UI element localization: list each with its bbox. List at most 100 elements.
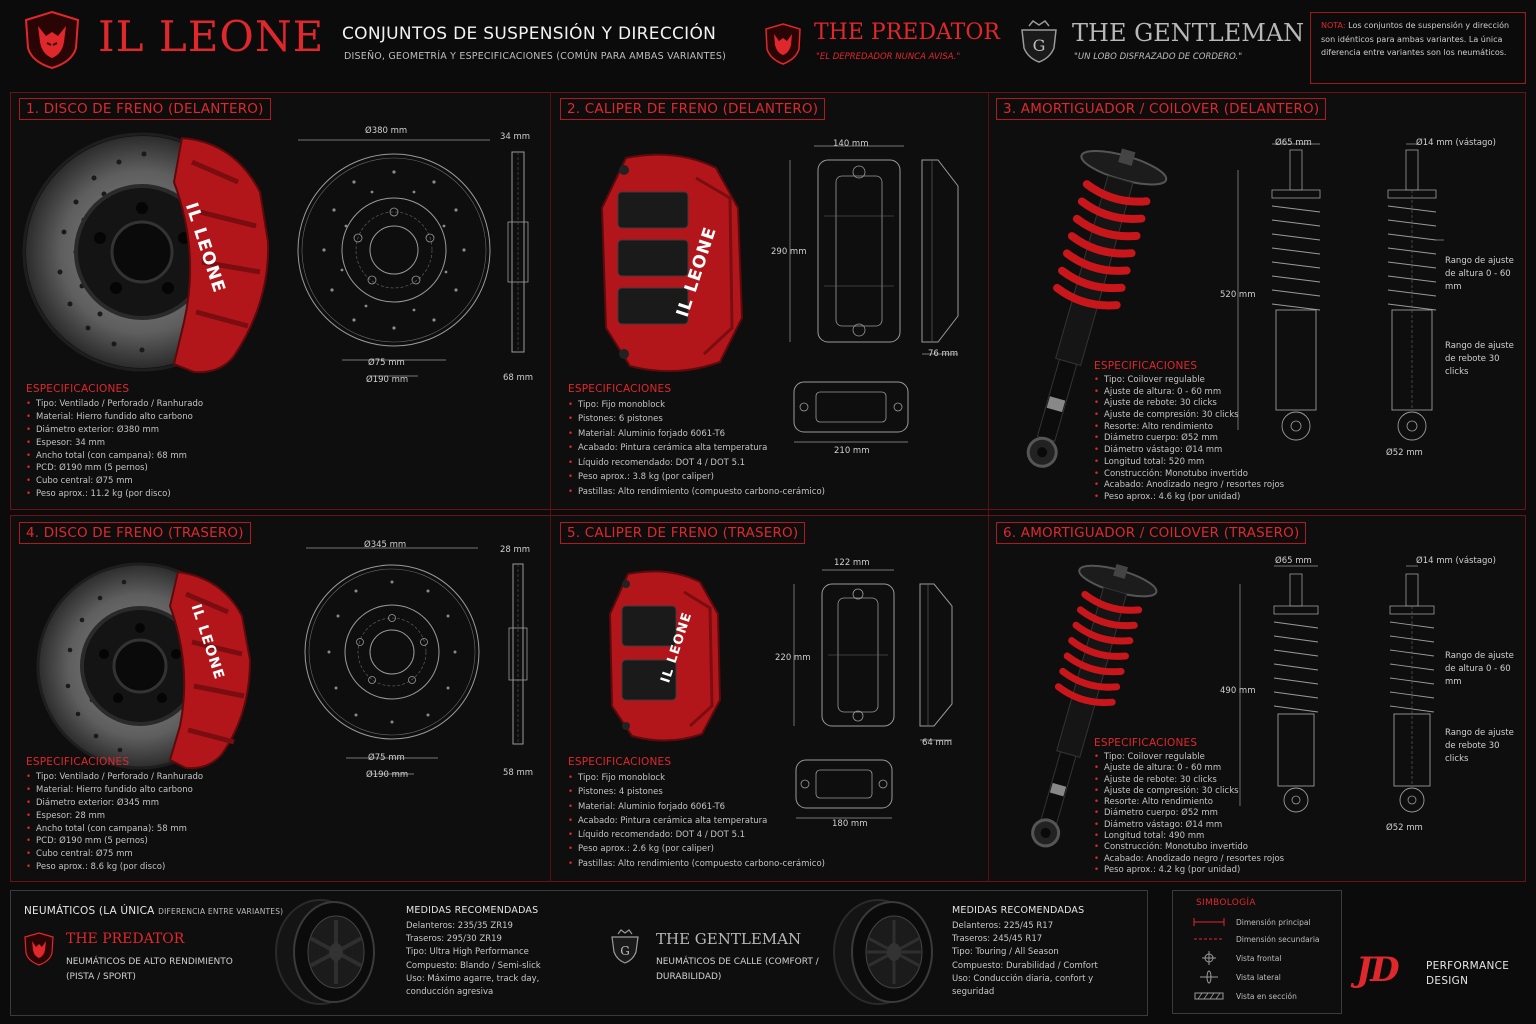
gentleman-tagline: "UN LOBO DISFRAZADO DE CORDERO." [1074,52,1243,62]
legend-item: Dimensión secundaria [1236,935,1320,944]
spec-item: Material: Aluminio forjado 6061-T6 [568,800,828,814]
spec-item: Peso aprox.: 3.8 kg (por caliper) [568,470,828,485]
svg-text:G: G [1033,36,1046,55]
predator-wolf-icon [765,23,801,65]
range-rebound: Rango de ajuste de rebote 30 clicks [1445,341,1514,377]
section-title: 2. CALIPER DE FRENO (DELANTERO) [560,98,826,120]
spec-item: Diámetro cuerpo: Ø52 mm [1094,433,1294,445]
spec-item: Ajuste de compresión: 30 clicks [1094,786,1294,797]
spec-item: Peso aprox.: 8.6 kg (por disco) [26,861,266,874]
spec-item: Líquido recomendado: DOT 4 / DOT 5.1 [568,828,828,842]
spec-item: Material: Hierro fundido alto carbono [26,784,266,797]
spec-item: Acabado: Pintura cerámica alta temperatu… [568,814,828,828]
divider [988,92,989,882]
dim-width: 140 mm [833,139,869,149]
disc-side-view-drawing [508,563,528,745]
dim-width: 34 mm [500,132,531,142]
section-title: 4. DISCO DE FRENO (TRASERO) [19,522,251,544]
disc-side-view-drawing [507,151,529,353]
dim-bottom: Ø52 mm [1386,823,1423,833]
spec-item: Construcción: Monotubo invertido [1094,469,1294,481]
predator-tagline: "EL DEPREDADOR NUNCA AVISA." [816,52,961,62]
coilover-section-drawing [1389,565,1435,813]
tires-heading-small: DIFERENCIA ENTRE VARIANTES) [158,907,284,916]
measure-item: Tipo: Touring / All Season [952,947,1059,958]
caliper-render [608,570,722,742]
legend-item: Vista lateral [1236,973,1281,982]
range-height: Rango de ajuste de altura 0 - 60 mm [1445,651,1514,687]
spec-item: Espesor: 34 mm [26,437,266,450]
gentleman-measures: MEDIDAS RECOMENDADAS Delanteros: 225/45 … [952,905,1132,999]
footer-line-1: PERFORMANCE [1426,960,1510,972]
note-text: Los conjuntos de suspensión y dirección … [1321,21,1510,57]
wolf-shield-logo-icon [24,10,80,70]
measure-item: Uso: Conducción diaria, confort y seguri… [952,973,1094,998]
spec-item: Cubo central: Ø75 mm [26,475,266,488]
brand-title: IL LEONE [98,12,325,61]
specs-title: ESPECIFICACIONES [1094,360,1198,372]
spec-item: Peso aprox.: 4.2 kg (por unidad) [1094,865,1294,876]
spec-item: Ancho total (con campana): 58 mm [26,823,266,836]
legend-front-view-icon [1202,951,1216,965]
note-box: NOTA: Los conjuntos de suspensión y dire… [1310,12,1526,84]
spec-item: Ajuste de altura: 0 - 60 mm [1094,763,1294,774]
specs-title: ESPECIFICACIONES [26,383,130,395]
legend-item: Vista en sección [1236,992,1297,1001]
spec-item: Pastillas: Alto rendimiento (compuesto c… [568,857,828,871]
note-label: NOTA: [1321,21,1346,30]
spec-item: Espesor: 28 mm [26,810,266,823]
spec-item: Ancho total (con campana): 68 mm [26,450,266,463]
jd-logo: JD [1356,950,1400,990]
coilover-section-drawing [1387,143,1444,441]
spec-item: Tipo: Ventilado / Perforado / Ranhurado [26,398,266,411]
gentleman-crest-icon: G [1021,19,1057,63]
spec-item: Resorte: Alto rendimiento [1094,797,1294,808]
measure-item: Uso: Máximo agarre, track day, conducció… [406,973,540,998]
spec-item: Diámetro exterior: Ø380 mm [26,424,266,437]
dim-width: 28 mm [500,545,531,555]
measure-item: Traseros: 295/30 ZR19 [406,934,502,945]
legend-section-view-icon [1194,992,1224,1000]
caliper-render [600,153,744,373]
specs-front-coilover: ESPECIFICACIONES Tipo: Coilover regulabl… [1094,360,1294,504]
spec-item: Resorte: Alto rendimiento [1094,422,1294,434]
spec-item: Tipo: Coilover regulable [1094,375,1294,387]
spec-item: Acabado: Anodizado negro / resortes rojo… [1094,480,1294,492]
coilover-render [1026,148,1168,468]
spec-item: Pistones: 6 pistones [568,412,828,427]
spec-item: PCD: Ø190 mm (5 pernos) [26,462,266,475]
dim-pcd: Ø190 mm [366,375,409,385]
spec-item: Tipo: Fijo monoblock [568,771,828,785]
specs-rear-caliper: ESPECIFICACIONES Tipo: Fijo monoblock Pi… [568,756,828,871]
spec-item: Pastillas: Alto rendimiento (compuesto c… [568,485,828,500]
page-subtitle: DISEÑO, GEOMETRÍA Y ESPECIFICACIONES (CO… [344,51,727,62]
dim-total: 58 mm [503,768,534,778]
range-height: Rango de ajuste de altura 0 - 60 mm [1445,256,1514,292]
dim-depth: 76 mm [928,349,959,359]
coilover-render [1031,564,1158,848]
spec-item: Líquido recomendado: DOT 4 / DOT 5.1 [568,456,828,471]
dim-body: Ø65 mm [1275,138,1312,148]
measure-item: Traseros: 245/45 R17 [952,934,1043,945]
spec-item: Diámetro cuerpo: Ø52 mm [1094,808,1294,819]
dim-bottom: Ø52 mm [1386,448,1423,458]
dim-bottom: 210 mm [834,446,870,456]
divider [550,92,551,882]
measures-title: MEDIDAS RECOMENDADAS [406,905,539,916]
disc-front-view-drawing [304,547,480,775]
spec-item: Diámetro vástago: Ø14 mm [1094,445,1294,457]
dim-total: 68 mm [503,373,534,383]
predator-measures: MEDIDAS RECOMENDADAS Delanteros: 235/35 … [406,905,566,999]
spec-item: Tipo: Fijo monoblock [568,398,828,413]
spec-item: Longitud total: 520 mm [1094,457,1294,469]
predator-name: THE PREDATOR [814,20,1000,45]
dim-diameter: Ø380 mm [365,126,408,136]
dim-length: 490 mm [1220,686,1256,696]
spec-item: Longitud total: 490 mm [1094,831,1294,842]
brake-disc-render [22,132,270,374]
footer-line-2: DESIGN [1426,975,1469,987]
specs-front-disc: ESPECIFICACIONES Tipo: Ventilado / Perfo… [26,383,266,501]
dim-bottom: 180 mm [832,819,868,829]
brake-disc-render [36,562,252,770]
measure-item: Delanteros: 225/45 R17 [952,921,1054,931]
